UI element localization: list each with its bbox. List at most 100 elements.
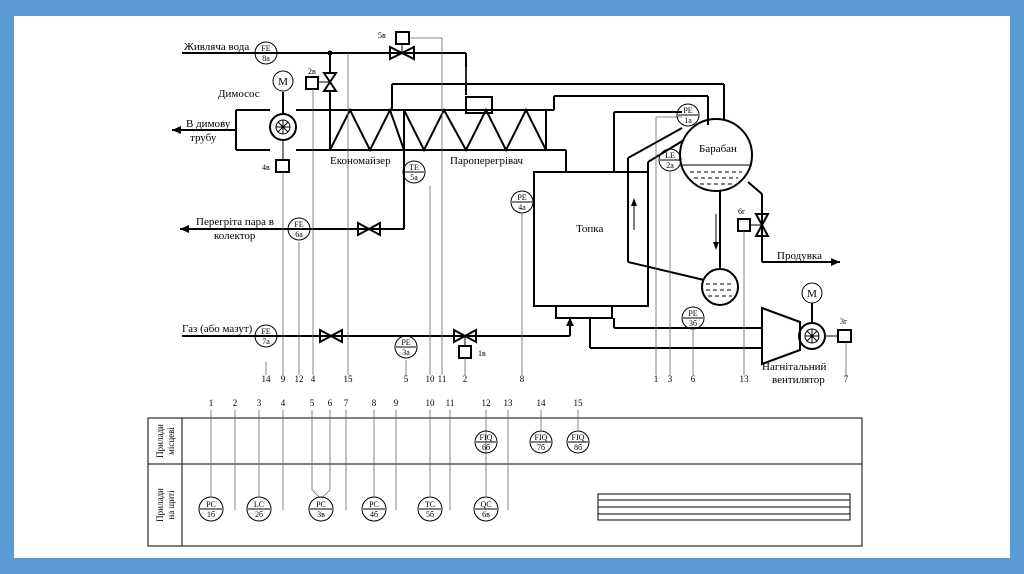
svg-text:PE: PE [517, 193, 526, 202]
bottom-line-numbers: 14 9 12 4 15 10 11 5 2 8 1 3 6 13 7 [262, 374, 849, 384]
instrument-fe8a: FE 8а [254, 41, 278, 65]
svg-text:7б: 7б [537, 443, 545, 452]
panel-pc-3v: PC 3в [308, 496, 334, 522]
svg-text:5б: 5б [426, 510, 434, 519]
svg-text:4: 4 [311, 374, 316, 384]
actuator-2v: 2в [308, 67, 316, 76]
svg-text:8б: 8б [574, 443, 582, 452]
svg-text:LE: LE [665, 151, 675, 160]
panel-tc-5b: TC 5б [417, 496, 443, 522]
boiler-control-scheme: M M [147, 31, 863, 547]
instrument-pe4a: PE 4а [510, 190, 534, 214]
motor-fan-label: M [807, 288, 817, 300]
svg-text:12: 12 [295, 374, 304, 384]
svg-text:6: 6 [691, 374, 696, 384]
steam-label-1: Перегріта пара в [196, 216, 274, 228]
steam-label-2: колектор [214, 230, 256, 242]
svg-text:5: 5 [310, 398, 315, 408]
svg-text:1а: 1а [684, 116, 692, 125]
svg-text:PE: PE [683, 106, 692, 115]
fan-label-2: вентилятор [772, 374, 825, 386]
flue-duct [235, 109, 567, 172]
svg-text:2: 2 [463, 374, 468, 384]
instrument-pe3b: PE 3б [681, 306, 705, 330]
signal-lines [265, 37, 847, 375]
table-row1-label-2: місцеві [166, 427, 176, 455]
svg-text:2б: 2б [255, 510, 263, 519]
svg-text:4б: 4б [370, 510, 378, 519]
instrument-fe7a: FE 7а [254, 324, 278, 348]
svg-text:9: 9 [281, 374, 286, 384]
svg-text:11: 11 [446, 398, 455, 408]
chimney-arrow [172, 126, 236, 134]
svg-text:TE: TE [409, 163, 419, 172]
table-row2-label-1: Прилади [155, 488, 165, 522]
instrument-le2a: LE 2а [658, 148, 682, 172]
smoke-exhauster-label: Димосос [218, 88, 260, 100]
valve-bypass [305, 72, 338, 92]
actuator-5v: 5в [378, 31, 386, 40]
svg-text:PE: PE [401, 338, 410, 347]
air-duct [589, 318, 762, 349]
svg-text:LC: LC [254, 500, 264, 509]
svg-text:8а: 8а [262, 54, 270, 63]
svg-text:3в: 3в [317, 510, 325, 519]
svg-text:QC: QC [480, 500, 491, 509]
actuator-1v: 1в [478, 349, 486, 358]
local-fiq-7b: FIQ 7б [529, 430, 553, 454]
svg-text:4: 4 [281, 398, 286, 408]
svg-text:TC: TC [425, 500, 435, 509]
slide-frame: M M [14, 16, 1010, 558]
blowdown-label: Продувка [777, 250, 822, 262]
instrument-pe1a: PE 1а [676, 103, 700, 127]
svg-text:8: 8 [372, 398, 377, 408]
feed-water-label: Живляча вода [184, 41, 249, 53]
table-row1-label-1: Прилади [155, 424, 165, 458]
superheater-label: Пароперегрівач [450, 155, 524, 167]
svg-text:PC: PC [206, 500, 216, 509]
svg-text:PC: PC [369, 500, 379, 509]
svg-text:1б: 1б [207, 510, 215, 519]
motor-smoke-label: M [278, 76, 288, 88]
svg-text:10: 10 [426, 374, 436, 384]
superheater-coil [403, 96, 547, 153]
svg-text:4а: 4а [518, 203, 526, 212]
svg-text:8: 8 [520, 374, 525, 384]
svg-text:5: 5 [404, 374, 409, 384]
drum-label: Барабан [699, 143, 737, 155]
table-signal-lines [210, 410, 579, 510]
actuator-3g: 3г [840, 317, 848, 326]
svg-text:13: 13 [504, 398, 514, 408]
valve-gas-control [453, 328, 477, 359]
valves [305, 31, 770, 359]
actuator-6g: 6г [738, 207, 746, 216]
svg-text:14: 14 [262, 374, 272, 384]
svg-text:7: 7 [344, 398, 349, 408]
panel-qc-6v: QC 6в [473, 496, 499, 522]
svg-text:12: 12 [482, 398, 491, 408]
panel-lc-2b: LC 2б [246, 496, 272, 522]
actuator-4v: 4в [262, 163, 270, 172]
svg-text:FE: FE [294, 220, 303, 229]
svg-text:PE: PE [688, 309, 697, 318]
instrument-table: Прилади місцеві Прилади на щиті [147, 417, 863, 547]
svg-text:6а: 6а [295, 230, 303, 239]
svg-text:7а: 7а [262, 337, 270, 346]
svg-text:14: 14 [537, 398, 547, 408]
svg-text:6в: 6в [482, 510, 490, 519]
chimney-label-2: трубу [190, 132, 217, 144]
table-row2-label-2: на щиті [166, 490, 176, 520]
feed-water-line [182, 50, 467, 110]
instrument-fe6a: FE 6а [287, 217, 311, 241]
valve-gas-manual [319, 328, 343, 344]
svg-text:11: 11 [438, 374, 447, 384]
svg-text:1: 1 [209, 398, 214, 408]
table-column-numbers: 1 2 3 4 5 6 7 8 9 10 11 12 13 14 15 [209, 398, 583, 408]
svg-text:15: 15 [574, 398, 584, 408]
svg-text:3: 3 [257, 398, 262, 408]
gas-line [182, 318, 574, 337]
gas-label: Газ (або мазут) [182, 323, 253, 335]
svg-text:FE: FE [261, 44, 270, 53]
local-fiq-6b: FIQ 6б [474, 430, 498, 454]
svg-text:FIQ: FIQ [480, 433, 493, 442]
